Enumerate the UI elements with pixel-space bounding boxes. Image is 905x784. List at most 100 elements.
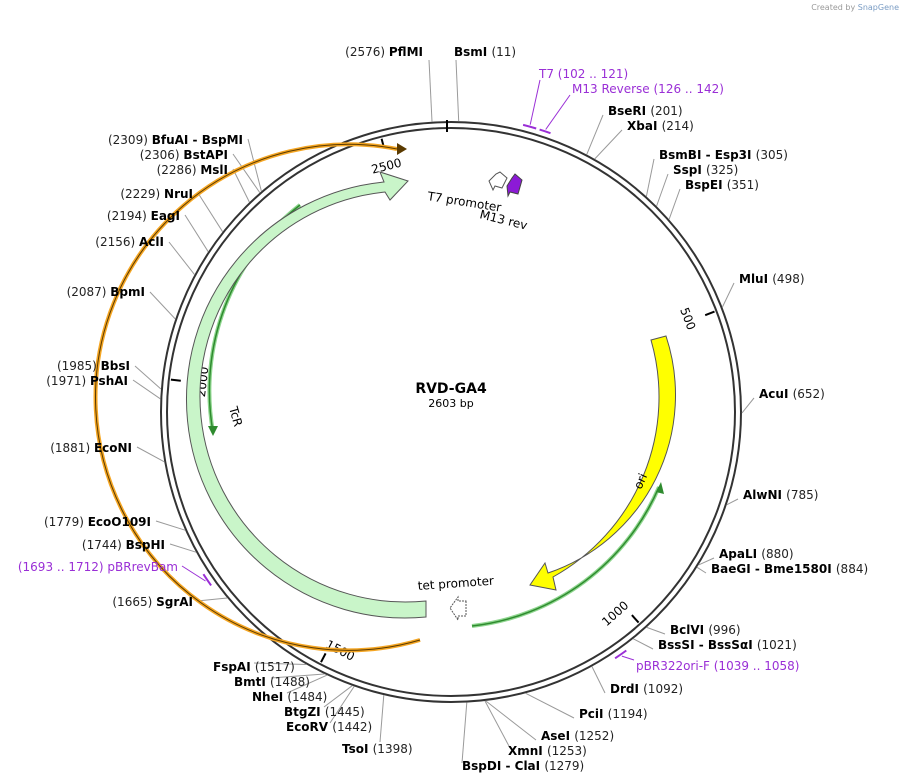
leader-bsssi-bsss-i bbox=[633, 638, 654, 650]
plasmid-size: 2603 bp bbox=[428, 397, 473, 410]
primer-label-t7[interactable]: T7 (102 .. 121) bbox=[538, 67, 628, 81]
enzyme-label-msli[interactable]: (2286) MslI bbox=[157, 163, 228, 177]
feature-label-ori: ori bbox=[631, 471, 650, 491]
enzyme-label-btgzi[interactable]: BtgZI (1445) bbox=[284, 705, 365, 719]
leader-bspdi-clai bbox=[461, 702, 468, 764]
tick-1500 bbox=[320, 652, 327, 663]
tick-label-500: 500 bbox=[677, 306, 698, 332]
enzyme-label-bpmi[interactable]: (2087) BpmI bbox=[67, 285, 145, 299]
green-arc-tcr-core bbox=[208, 204, 301, 433]
primer-leader-t7 bbox=[529, 79, 541, 125]
primer-marks bbox=[181, 79, 635, 661]
enzyme-label-ecoo109i[interactable]: (1779) EcoO109I bbox=[44, 515, 151, 529]
enzyme-label-pshai[interactable]: (1971) PshAI bbox=[46, 374, 128, 388]
green-arc-tcr-head bbox=[208, 426, 218, 436]
snapgene-credit: Created by SnapGene bbox=[811, 3, 899, 12]
leader-mlui bbox=[721, 282, 735, 308]
enzyme-label-apali[interactable]: ApaLI (880) bbox=[719, 547, 794, 561]
leader-bsphi bbox=[169, 543, 197, 553]
primer-label-pbrrevbam[interactable]: (1693 .. 1712) pBRrevBam bbox=[18, 560, 178, 574]
enzyme-label-bspei[interactable]: BspEI (351) bbox=[685, 178, 759, 192]
enzyme-label-bsphi[interactable]: (1744) BspHI bbox=[82, 538, 165, 552]
feature-label-tcr: TcR bbox=[226, 404, 245, 428]
enzyme-label-asei[interactable]: AseI (1252) bbox=[541, 729, 614, 743]
enzyme-label-bsmbi-esp3i[interactable]: BsmBI - Esp3I (305) bbox=[659, 148, 788, 162]
leader-msli bbox=[232, 168, 250, 203]
tet-promoter-arrow[interactable] bbox=[449, 595, 467, 622]
enzyme-label-pflmi[interactable]: (2576) PflMI bbox=[345, 45, 423, 59]
leader-acui bbox=[741, 397, 755, 414]
enzyme-label-bstapi[interactable]: (2306) BstAPI bbox=[140, 148, 228, 162]
green-arc-ori-head bbox=[656, 482, 664, 494]
leader-bclvi bbox=[646, 626, 666, 635]
leader-tsoi bbox=[379, 695, 385, 743]
leader-econi bbox=[136, 446, 165, 463]
enzyme-label-ecorv[interactable]: EcoRV (1442) bbox=[286, 720, 372, 734]
backbone-outer bbox=[160, 121, 742, 703]
leader-ecorv bbox=[329, 686, 355, 724]
t7-promoter-arrow[interactable] bbox=[488, 171, 508, 192]
leader-bfuai-bspmi bbox=[247, 138, 262, 192]
enzyme-label-drdi[interactable]: DrdI (1092) bbox=[610, 682, 683, 696]
leader-bmti bbox=[270, 673, 325, 679]
leader-sspi bbox=[656, 173, 669, 207]
enzyme-label-econi[interactable]: (1881) EcoNI bbox=[50, 441, 132, 455]
tick-label-2500: 2500 bbox=[370, 156, 403, 177]
enzyme-leaders bbox=[132, 59, 755, 764]
enzyme-label-mlui[interactable]: MluI (498) bbox=[739, 272, 805, 286]
enzyme-label-baegi-bme1580i[interactable]: BaeGI - Bme1580I (884) bbox=[711, 562, 868, 576]
leader-eagi bbox=[184, 214, 209, 252]
leader-bstapi bbox=[232, 153, 261, 193]
leader-pcii bbox=[525, 692, 575, 719]
primer-label-m13-reverse[interactable]: M13 Reverse (126 .. 142) bbox=[572, 82, 724, 96]
enzyme-label-nrui[interactable]: (2229) NruI bbox=[120, 187, 193, 201]
leader-bsmi bbox=[455, 59, 460, 122]
m13-rev-arrow[interactable] bbox=[506, 173, 523, 198]
leader-fspai bbox=[253, 662, 307, 665]
leader-bpmi bbox=[149, 291, 176, 320]
leader-acli bbox=[168, 241, 195, 275]
green-arc-ori-core bbox=[471, 486, 660, 627]
enzyme-label-bclvi[interactable]: BclVI (996) bbox=[670, 623, 741, 637]
enzyme-label-pcii[interactable]: PciI (1194) bbox=[579, 707, 648, 721]
backbone-inner bbox=[166, 127, 736, 697]
enzyme-label-acli[interactable]: (2156) AclI bbox=[95, 235, 164, 249]
enzyme-label-sspi[interactable]: SspI (325) bbox=[673, 163, 738, 177]
enzyme-label-tsoi[interactable]: TsoI (1398) bbox=[342, 742, 413, 756]
leader-nrui bbox=[197, 192, 224, 232]
enzyme-labels: (2576) PflMI BsmI (11) BseRI (201)XbaI (21… bbox=[18, 45, 868, 773]
leader-bbsi bbox=[134, 365, 162, 390]
credit-text: Created by bbox=[811, 3, 856, 12]
enzyme-label-sgrai[interactable]: (1665) SgrAI bbox=[112, 595, 193, 609]
leader-ecoo109i bbox=[155, 520, 186, 531]
enzyme-label-xmni[interactable]: XmnI (1253) bbox=[508, 744, 587, 758]
primer-label-pbr322ori-f[interactable]: pBR322ori-F (1039 .. 1058) bbox=[636, 659, 799, 673]
leader-btgzi bbox=[323, 685, 353, 708]
enzyme-label-bseri[interactable]: BseRI (201) bbox=[608, 104, 683, 118]
enzyme-label-acui[interactable]: AcuI (652) bbox=[759, 387, 825, 401]
primer-mark-t7 bbox=[522, 123, 537, 130]
enzyme-label-bfuai-bspmi[interactable]: (2309) BfuAI - BspMI bbox=[108, 133, 243, 147]
enzyme-label-nhei[interactable]: NheI (1484) bbox=[252, 690, 327, 704]
primer-mark-pbr322ori-f bbox=[614, 649, 627, 660]
primer-leader-pbr322ori-f bbox=[621, 655, 635, 661]
enzyme-label-fspai[interactable]: FspAI (1517) bbox=[213, 660, 295, 674]
leader-pshai bbox=[132, 379, 161, 400]
enzyme-label-bmti[interactable]: BmtI (1488) bbox=[234, 675, 310, 689]
enzyme-label-bsmi[interactable]: BsmI (11) bbox=[454, 45, 516, 59]
enzyme-label-alwni[interactable]: AlwNI (785) bbox=[743, 488, 818, 502]
plasmid-name: RVD-GA4 bbox=[415, 381, 487, 397]
leader-bsmbi-esp3i bbox=[645, 158, 655, 197]
enzyme-label-bsssi-bsss-i[interactable]: BssSI - BssSαI (1021) bbox=[658, 638, 797, 652]
leader-nhei bbox=[286, 674, 328, 694]
leader-bspei bbox=[668, 188, 681, 220]
enzyme-label-eagi[interactable]: (2194) EagI bbox=[107, 209, 180, 223]
feature-label-m13-rev: M13 rev bbox=[478, 207, 529, 232]
leader-baegi-bme1580i bbox=[696, 566, 707, 574]
enzyme-label-bbsi[interactable]: (1985) BbsI bbox=[57, 359, 130, 373]
ori-arrow[interactable] bbox=[529, 335, 676, 591]
enzyme-label-xbai[interactable]: XbaI (214) bbox=[627, 119, 694, 133]
tcr-arrow[interactable] bbox=[186, 171, 427, 619]
enzyme-label-bspdi-clai[interactable]: BspDI - ClaI (1279) bbox=[462, 759, 584, 773]
tick-label-1000: 1000 bbox=[599, 598, 631, 629]
